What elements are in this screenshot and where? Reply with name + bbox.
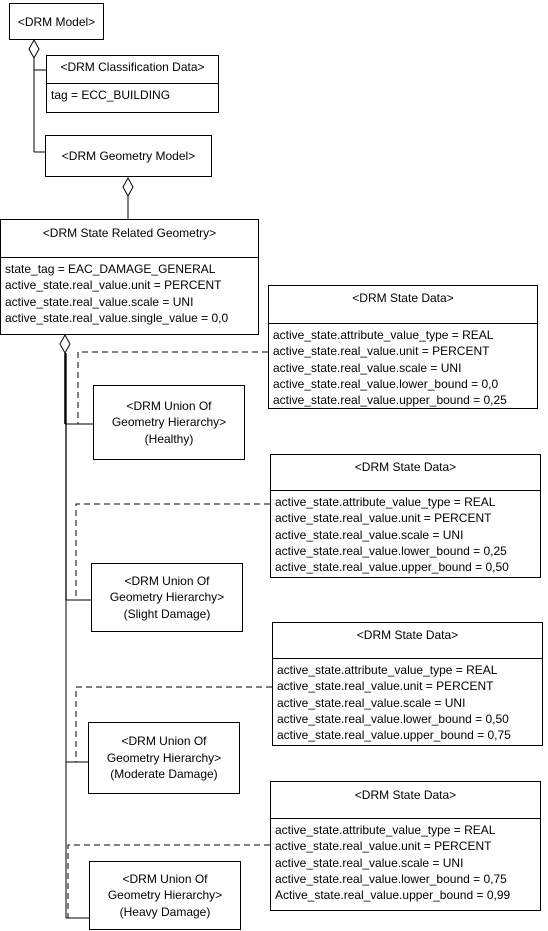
union-line: Geometry Hierarchy>: [106, 750, 222, 765]
state-data-attr: Active_state.real_value.upper_bound = 0,…: [275, 888, 511, 903]
aggregation-diamond-icon: [122, 176, 134, 198]
state-data-attr: active_state.real_value.lower_bound = 0,…: [277, 711, 509, 726]
classification-attr: tag = ECC_BUILDING: [51, 88, 171, 102]
state-data-attr: active_state.real_value.scale = UNI: [275, 855, 464, 870]
state-data-box-heavy-damage: <DRM State Data> active_state.attribute_…: [270, 781, 541, 911]
union-box-healthy: <DRM Union Of Geometry Hierarchy> (Healt…: [93, 385, 245, 460]
state-data-attr: active_state.real_value.lower_bound = 0,…: [275, 543, 507, 558]
state-data-attr: active_state.attribute_value_type = REAL: [277, 663, 498, 677]
union-line: (Heavy Damage): [119, 904, 211, 919]
state-data-attrs: active_state.attribute_value_type = REAL…: [271, 819, 540, 903]
state-data-title: <DRM State Data>: [269, 286, 537, 324]
union-line: <DRM Union Of: [126, 398, 212, 413]
model-aggregation-link: [28, 38, 46, 153]
state-data-title: <DRM State Data>: [271, 782, 540, 819]
state-data-attr: active_state.real_value.upper_bound = 0,…: [277, 728, 511, 743]
state-data-associations: [67, 351, 272, 918]
state-data-box-slight-damage: <DRM State Data> active_state.attribute_…: [270, 454, 541, 578]
state-data-attr: active_state.real_value.upper_bound = 0,…: [273, 393, 507, 408]
geometry-model-aggregation-link: [122, 176, 134, 219]
drm-model-label: <DRM Model>: [17, 14, 96, 29]
state-related-attr: state_tag = EAC_DAMAGE_GENERAL: [5, 262, 216, 276]
state-data-attr: active_state.real_value.unit = PERCENT: [275, 839, 492, 854]
state-data-attr: active_state.attribute_value_type = REAL: [275, 495, 496, 509]
union-line: <DRM Union Of: [121, 734, 207, 749]
state-related-attr: active_state.real_value.scale = UNI: [5, 294, 194, 309]
classification-data-title: <DRM Classification Data>: [47, 56, 218, 84]
aggregation-diamond-icon: [59, 333, 71, 355]
union-line: (Moderate Damage): [110, 767, 218, 782]
aggregation-diamond-icon: [28, 38, 40, 60]
state-related-attr: active_state.real_value.unit = PERCENT: [5, 278, 222, 293]
classification-data-box: <DRM Classification Data> tag = ECC_BUIL…: [46, 55, 219, 113]
state-data-attr: active_state.real_value.unit = PERCENT: [275, 511, 492, 526]
union-line: (Slight Damage): [123, 606, 211, 621]
state-aggregation-link: [59, 333, 93, 919]
union-line: <DRM Union Of: [124, 573, 210, 588]
state-data-attr: active_state.real_value.unit = PERCENT: [277, 679, 494, 694]
state-data-title: <DRM State Data>: [273, 623, 542, 659]
union-line: <DRM Union Of: [122, 871, 208, 886]
geometry-model-label: <DRM Geometry Model>: [61, 149, 196, 163]
union-box-heavy-damage: <DRM Union Of Geometry Hierarchy> (Heavy…: [89, 861, 241, 930]
state-related-geometry-box: <DRM State Related Geometry> state_tag =…: [0, 219, 259, 335]
state-data-attr: active_state.real_value.scale = UNI: [273, 360, 462, 375]
state-data-attrs: active_state.attribute_value_type = REAL…: [273, 659, 542, 743]
state-related-attr: active_state.real_value.single_value = 0…: [5, 310, 229, 325]
union-box-moderate-damage: <DRM Union Of Geometry Hierarchy> (Moder…: [88, 722, 240, 794]
geometry-model-box: <DRM Geometry Model>: [45, 135, 212, 177]
state-data-attr: active_state.real_value.scale = UNI: [277, 695, 466, 710]
state-data-attr: active_state.real_value.lower_bound = 0,…: [275, 871, 507, 886]
state-data-attr: active_state.real_value.scale = UNI: [275, 527, 464, 542]
state-data-box-moderate-damage: <DRM State Data> active_state.attribute_…: [272, 622, 543, 746]
classification-data-attrs: tag = ECC_BUILDING: [47, 84, 218, 103]
state-data-attrs: active_state.attribute_value_type = REAL…: [271, 491, 540, 575]
union-line: (Healthy): [144, 431, 194, 446]
state-data-attr: active_state.real_value.unit = PERCENT: [273, 344, 490, 359]
union-box-slight-damage: <DRM Union Of Geometry Hierarchy> (Sligh…: [91, 563, 243, 632]
state-data-attr: active_state.attribute_value_type = REAL: [273, 328, 494, 342]
state-related-geometry-title: <DRM State Related Geometry>: [1, 220, 258, 258]
state-related-geometry-attrs: state_tag = EAC_DAMAGE_GENERAL active_st…: [1, 258, 258, 326]
drm-model-box: <DRM Model>: [9, 3, 104, 40]
state-data-box-healthy: <DRM State Data> active_state.attribute_…: [268, 285, 538, 409]
union-line: Geometry Hierarchy>: [107, 888, 223, 903]
union-line: Geometry Hierarchy>: [111, 415, 227, 430]
union-line: Geometry Hierarchy>: [109, 590, 225, 605]
state-data-attr: active_state.real_value.lower_bound = 0,…: [273, 376, 499, 391]
state-data-attr: active_state.attribute_value_type = REAL: [275, 823, 496, 837]
state-data-attrs: active_state.attribute_value_type = REAL…: [269, 324, 537, 408]
state-data-attr: active_state.real_value.upper_bound = 0,…: [275, 560, 509, 575]
state-data-title: <DRM State Data>: [271, 455, 540, 491]
